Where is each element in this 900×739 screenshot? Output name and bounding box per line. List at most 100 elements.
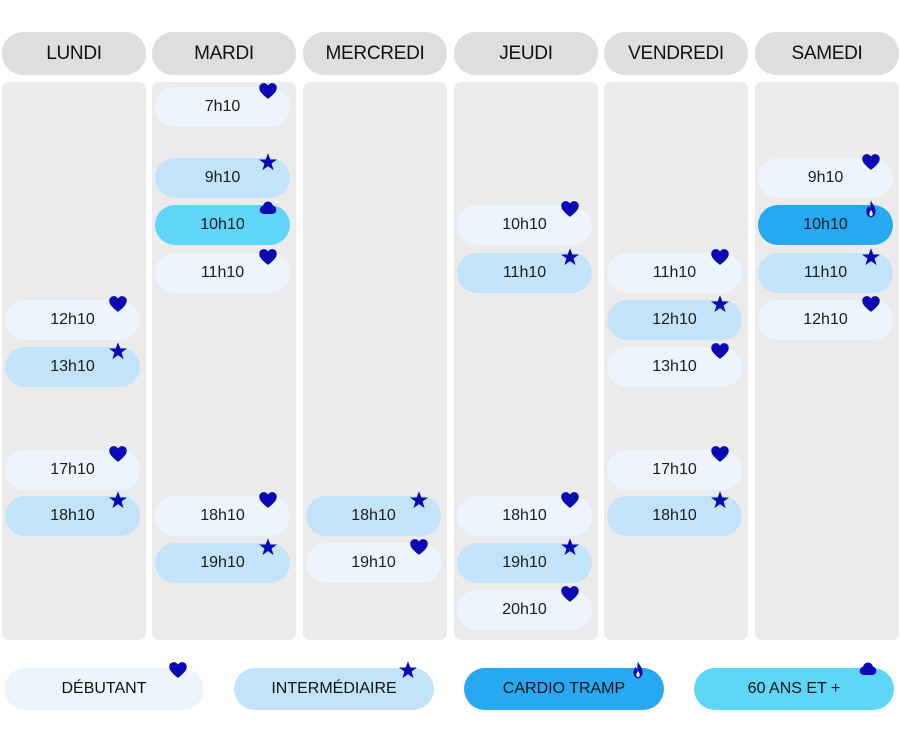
class-slot[interactable]: 11h10	[457, 248, 592, 293]
heart-icon	[710, 247, 730, 267]
heart-icon	[560, 584, 580, 604]
star-icon	[108, 490, 128, 510]
heart-icon	[108, 444, 128, 464]
heart-icon	[861, 294, 881, 314]
star-icon	[258, 537, 278, 557]
day-header-lundi: LUNDI	[2, 32, 146, 75]
star-icon	[861, 247, 881, 267]
heart-icon	[108, 294, 128, 314]
class-slot[interactable]: 18h10	[607, 491, 742, 536]
class-slot[interactable]: 19h10	[306, 539, 441, 583]
class-slot[interactable]: 19h10	[457, 538, 592, 583]
day-column-samedi: 9h10 10h10 11h10 12h10	[755, 82, 899, 640]
star-icon	[398, 660, 418, 680]
class-slot[interactable]: 10h10	[155, 201, 290, 245]
class-slot[interactable]: 18h10	[457, 492, 592, 536]
class-slot[interactable]: 18h10	[306, 491, 441, 536]
slot-time: 10h10	[803, 216, 848, 233]
slot-time: 10h10	[200, 216, 245, 233]
heart-icon	[710, 341, 730, 361]
legend-label: DÉBUTANT	[61, 680, 147, 697]
slot-time: 19h10	[351, 554, 396, 571]
day-header-mardi: MARDI	[152, 32, 296, 75]
legend-label: 60 ANS ET +	[747, 680, 841, 697]
legend-item: 60 ANS ET +	[694, 662, 894, 710]
star-icon	[258, 152, 278, 172]
class-slot[interactable]: 20h10	[457, 586, 592, 630]
class-slot[interactable]: 18h10	[5, 491, 140, 536]
legend-item: CARDIO TRAMP	[464, 661, 664, 710]
heart-icon	[168, 660, 188, 680]
star-icon	[710, 294, 730, 314]
slot-time: 11h10	[200, 264, 245, 281]
cloud-icon	[858, 660, 878, 680]
class-slot[interactable]: 11h10	[155, 249, 290, 293]
class-slot[interactable]: 19h10	[155, 538, 290, 583]
slot-time: 7h10	[204, 98, 241, 115]
slot-time: 17h10	[50, 461, 95, 478]
heart-icon	[409, 537, 429, 557]
slot-time: 20h10	[502, 601, 547, 618]
class-slot[interactable]: 17h10	[607, 446, 742, 490]
class-slot[interactable]: 11h10	[607, 249, 742, 293]
slot-time: 12h10	[652, 311, 697, 328]
heart-icon	[861, 152, 881, 172]
legend-label: CARDIO TRAMP	[502, 680, 626, 697]
flame-icon	[628, 660, 648, 680]
day-header-vendredi: VENDREDI	[604, 32, 748, 75]
day-column-jeudi: 10h10 11h10 18h10 19h10 20h10	[454, 82, 598, 640]
slot-time: 12h10	[50, 311, 95, 328]
slot-time: 18h10	[652, 507, 697, 524]
heart-icon	[258, 490, 278, 510]
slot-time: 9h10	[807, 169, 844, 186]
slot-time: 11h10	[502, 264, 547, 281]
legend-label: INTERMÉDIAIRE	[271, 680, 397, 697]
day-header-jeudi: JEUDI	[454, 32, 598, 75]
day-header-samedi: SAMEDI	[755, 32, 899, 75]
class-slot[interactable]: 11h10	[758, 248, 893, 293]
heart-icon	[258, 247, 278, 267]
class-slot[interactable]: 9h10	[758, 154, 893, 198]
star-icon	[560, 247, 580, 267]
slot-time: 13h10	[652, 358, 697, 375]
slot-time: 19h10	[502, 554, 547, 571]
class-slot[interactable]: 13h10	[5, 342, 140, 387]
day-column-vendredi: 11h10 12h10 13h10 17h10 18h10	[604, 82, 748, 640]
legend-item: DÉBUTANT	[4, 662, 204, 710]
legend-item: INTERMÉDIAIRE	[234, 661, 434, 710]
slot-time: 18h10	[50, 507, 95, 524]
slot-time: 13h10	[50, 358, 95, 375]
class-slot[interactable]: 7h10	[155, 83, 290, 127]
slot-time: 17h10	[652, 461, 697, 478]
star-icon	[409, 490, 429, 510]
class-slot[interactable]: 13h10	[607, 343, 742, 387]
class-slot[interactable]: 18h10	[155, 492, 290, 536]
slot-time: 11h10	[652, 264, 697, 281]
slot-time: 18h10	[351, 507, 396, 524]
heart-icon	[710, 444, 730, 464]
slot-time: 9h10	[204, 169, 241, 186]
slot-time: 18h10	[200, 507, 245, 524]
heart-icon	[560, 490, 580, 510]
class-slot[interactable]: 12h10	[5, 296, 140, 340]
star-icon	[710, 490, 730, 510]
day-column-lundi: 12h10 13h10 17h10 18h10	[2, 82, 146, 640]
star-icon	[560, 537, 580, 557]
class-slot[interactable]: 12h10	[607, 295, 742, 340]
day-header-mercredi: MERCREDI	[303, 32, 447, 75]
heart-icon	[258, 81, 278, 101]
day-column-mardi: 7h10 9h10 10h10 11h10 18h10 19h10	[152, 82, 296, 640]
class-slot[interactable]: 9h10	[155, 153, 290, 198]
heart-icon	[560, 199, 580, 219]
slot-time: 10h10	[502, 216, 547, 233]
cloud-icon	[258, 199, 278, 219]
class-slot[interactable]: 12h10	[758, 296, 893, 340]
flame-icon	[861, 199, 881, 219]
day-column-mercredi: 18h10 19h10	[303, 82, 447, 640]
class-slot[interactable]: 17h10	[5, 446, 140, 490]
class-slot[interactable]: 10h10	[758, 200, 893, 245]
slot-time: 11h10	[803, 264, 848, 281]
class-slot[interactable]: 10h10	[457, 201, 592, 245]
star-icon	[108, 341, 128, 361]
slot-time: 19h10	[200, 554, 245, 571]
